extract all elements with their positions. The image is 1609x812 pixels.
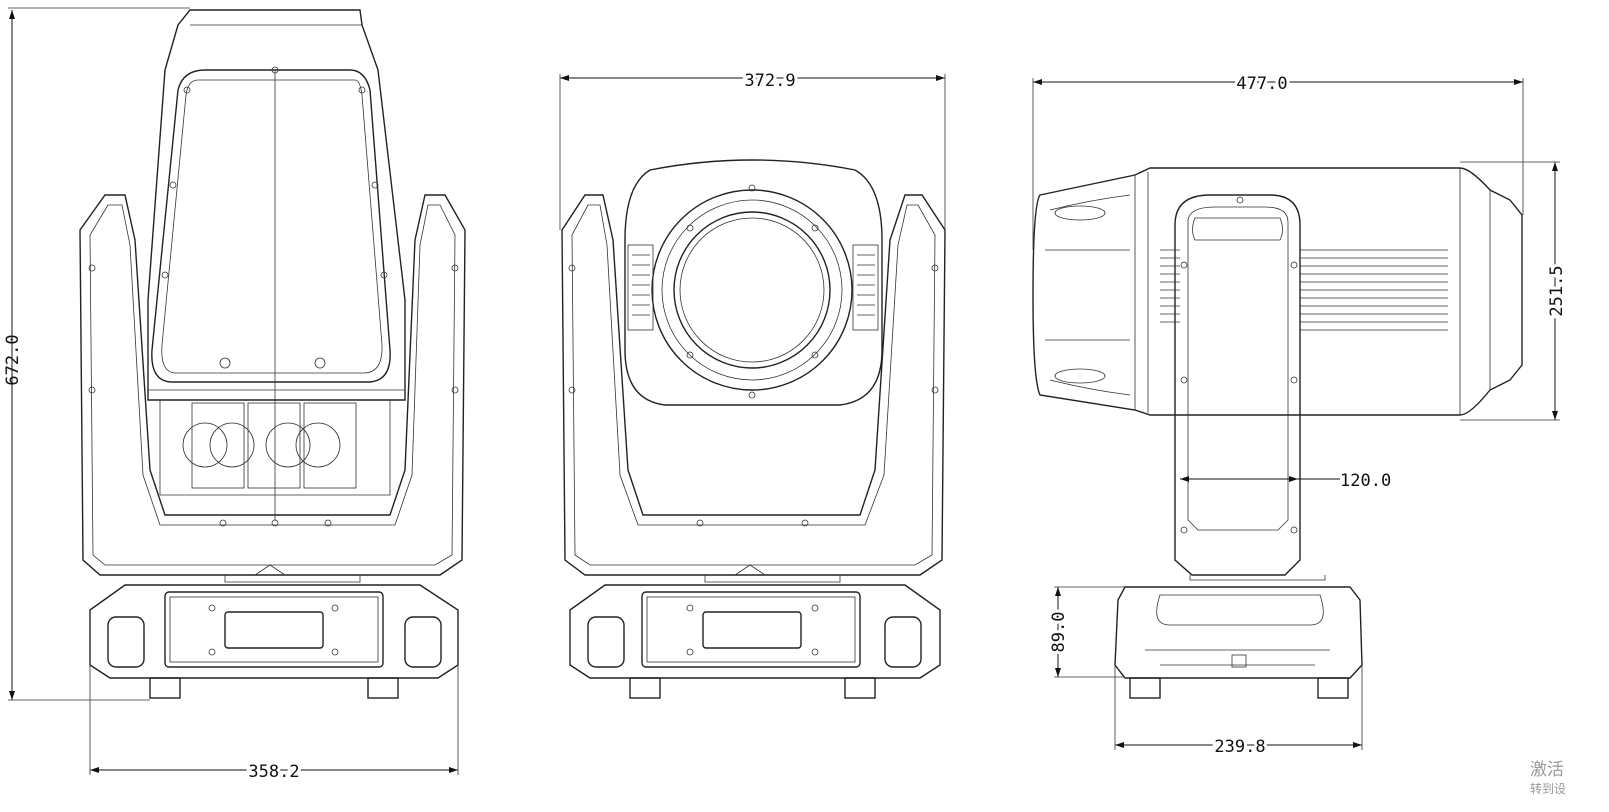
dimension-lines xyxy=(8,7,1560,775)
dim-front-base-width: 358.2 xyxy=(248,762,299,782)
dim-rear-width: 372.9 xyxy=(744,71,795,91)
dim-side-length: 477.0 xyxy=(1236,74,1287,94)
dim-side-base-height: 89.0 xyxy=(1049,612,1069,653)
dim-side-base-depth: 239.8 xyxy=(1214,737,1265,757)
side-view xyxy=(1032,167,1523,699)
front-view-lens xyxy=(561,159,946,699)
watermark-line2: 转到设 xyxy=(1530,782,1567,796)
dim-side-arm-width: 120.0 xyxy=(1340,471,1391,491)
dim-front-height: 672.0 xyxy=(3,334,23,385)
watermark-line1: 激活 xyxy=(1530,760,1564,780)
dim-side-head-height: 251.5 xyxy=(1547,265,1567,316)
front-view-tilted xyxy=(79,9,466,699)
